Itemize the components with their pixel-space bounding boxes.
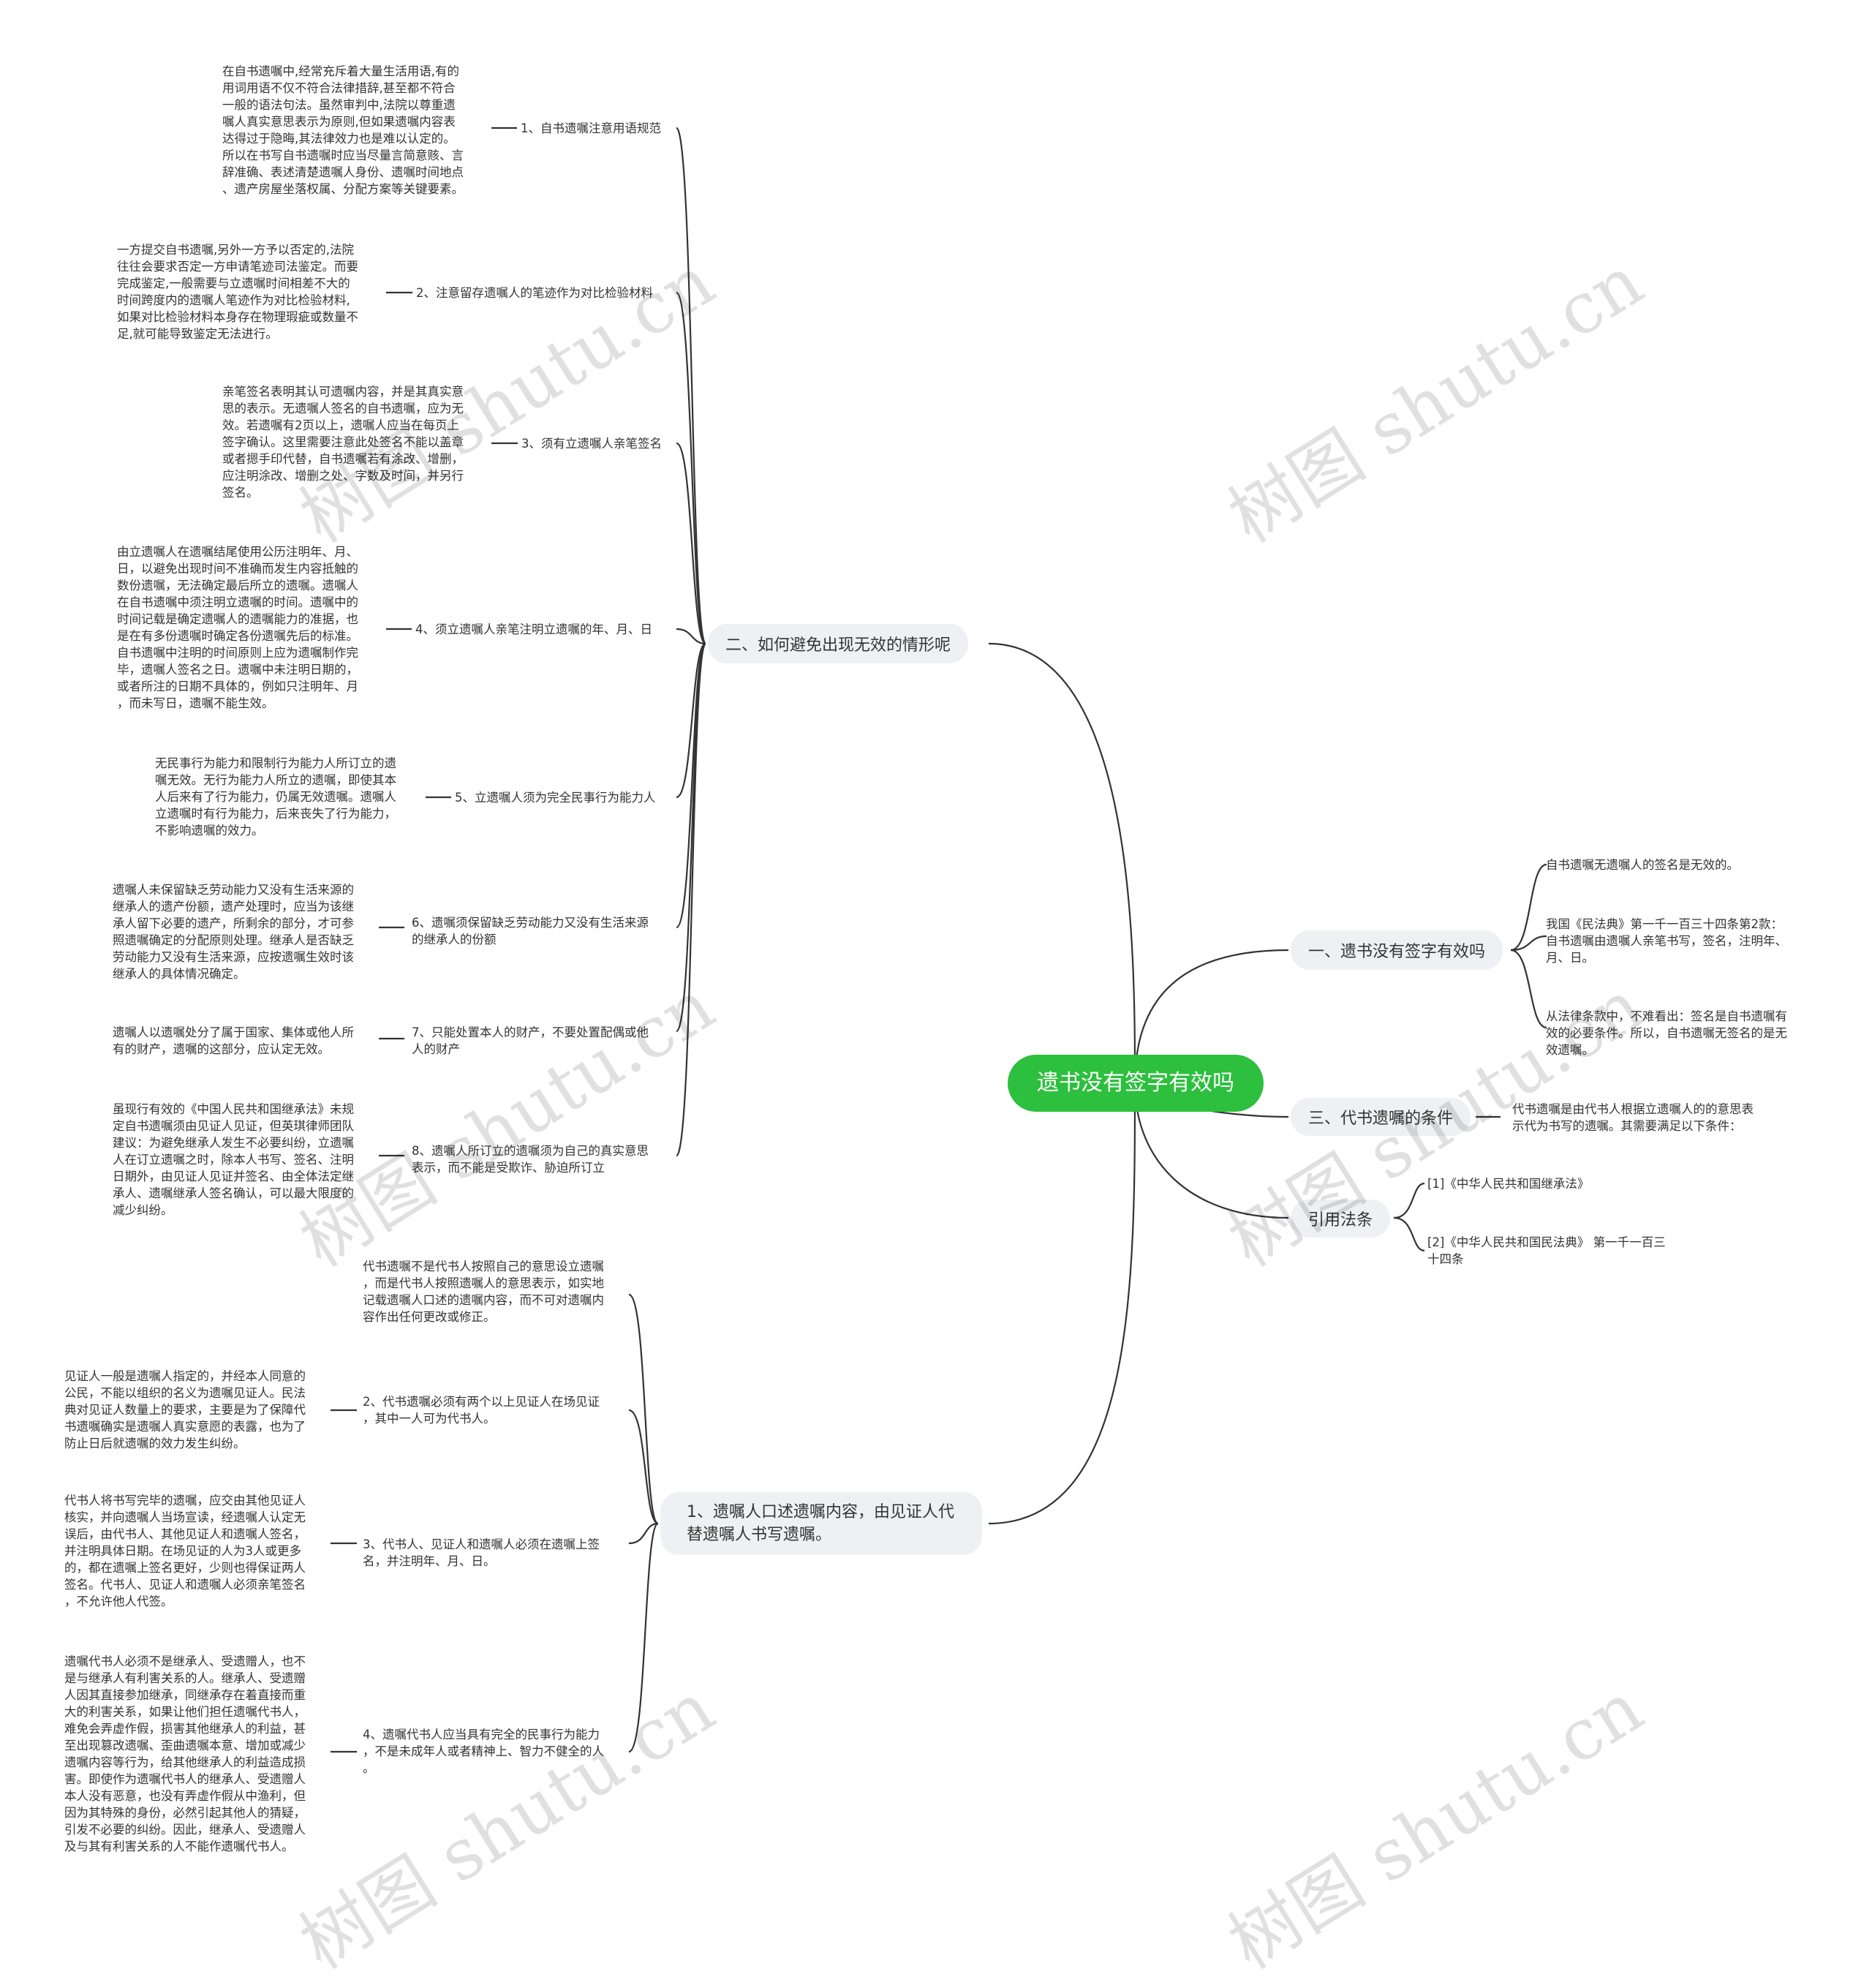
dictation-detail-2: 见证人一般是遗嘱人指定的，并经本人同意的 公民，不能以组织的名义为遗嘱见证人。民… [64, 1369, 306, 1450]
avoid-item-8[interactable]: 8、遗嘱人所订立的遗嘱须为自己的真实意思 表示，而不能是受欺诈、胁迫所订立 [412, 1144, 649, 1175]
branch-proxy-conditions[interactable]: 三、代书遗嘱的条件 [1291, 1098, 1471, 1136]
avoid-detail-4: 由立遗嘱人在遗嘱结尾使用公历注明年、月、 日，以避免出现时间不准确而发生内容抵触… [117, 545, 358, 710]
connector-lines [331, 127, 1547, 1753]
valid-item-2[interactable]: 我国《民法典》第一千一百三十四条第2款： 自书遗嘱由遗嘱人亲笔书写，签名，注明年… [1546, 917, 1787, 965]
root-topic[interactable]: 遗书没有签字有效吗 [1008, 1055, 1264, 1112]
branch-cited-laws[interactable]: 引用法条 [1291, 1200, 1391, 1238]
avoid-detail-2: 一方提交自书遗嘱,另外一方予以否定的,法院 往往会要求否定一方申请笔迹司法鉴定。… [117, 243, 358, 341]
dictation-item-4[interactable]: 4、遗嘱代书人应当具有完全的民事行为能力 ，不是未成年人或者精神上、智力不健全的… [363, 1728, 604, 1775]
avoid-detail-7: 遗嘱人以遗嘱处分了属于国家、集体或他人所 有的财产，遗嘱的这部分，应认定无效。 [113, 1025, 354, 1056]
conditions-item-1[interactable]: 代书遗嘱是由代书人根据立遗嘱人的的意思表 示代为书写的遗嘱。其需要满足以下条件： [1512, 1102, 1754, 1133]
avoid-item-5[interactable]: 5、立遗嘱人须为完全民事行为能力人 [455, 791, 656, 805]
avoid-item-3[interactable]: 3、须有立遗嘱人亲笔签名 [521, 437, 662, 451]
avoid-item-6[interactable]: 6、遗嘱须保留缺乏劳动能力又没有生活来源 的继承人的份额 [412, 916, 649, 946]
dictation-detail-4: 遗嘱代书人必须不是继承人、受遗赠人，也不 是与继承人有利害关系的人。继承人、受遗… [64, 1654, 306, 1853]
avoid-detail-5: 无民事行为能力和限制行为能力人所订立的遗 嘱无效。无行为能力人所立的遗嘱，即使其… [155, 756, 396, 837]
avoid-item-1[interactable]: 1、自书遗嘱注意用语规范 [521, 121, 661, 135]
avoid-item-4[interactable]: 4、须立遗嘱人亲笔注明立遗嘱的年、月、日 [415, 622, 652, 636]
valid-item-3[interactable]: 从法律条款中，不难看出：签名是自书遗嘱有 效的必要条件。所以，自书遗嘱无签名的是… [1546, 1009, 1787, 1057]
avoid-item-2[interactable]: 2、注意留存遗嘱人的笔迹作为对比检验材料 [416, 286, 653, 300]
branch-avoid-invalid[interactable]: 二、如何避免出现无效的情形呢 [708, 624, 969, 663]
avoid-detail-8: 虽现行有效的《中国人民共和国继承法》未规 定自书遗嘱须由见证人见证，但英琪律师团… [113, 1102, 354, 1217]
branch-signature-valid[interactable]: 一、遗书没有签字有效吗 [1291, 930, 1503, 970]
law-item-1[interactable]: [1]《中华人民共和国继承法》 [1427, 1177, 1590, 1191]
valid-item-1[interactable]: 自书遗嘱无遗嘱人的签名是无效的。 [1546, 858, 1739, 872]
avoid-detail-6: 遗嘱人未保留缺乏劳动能力又没有生活来源的 继承人的遗产份额，遗产处理时，应当为该… [113, 883, 354, 981]
avoid-item-7[interactable]: 7、只能处置本人的财产，不要处置配偶或他 人的财产 [412, 1025, 649, 1056]
avoid-detail-1: 在自书遗嘱中,经常充斥着大量生活用语,有的 用词用语不仅不符合法律措辞,甚至都不… [222, 64, 464, 196]
dictation-item-2[interactable]: 2、代书遗嘱必须有两个以上见证人在场见证 ，其中一人可为代书人。 [363, 1395, 600, 1426]
branch-dictation[interactable]: 1、遗嘱人口述遗嘱内容，由见证人代替遗嘱人书写遗嘱。 [660, 1492, 982, 1555]
dictation-item-3[interactable]: 3、代书人、见证人和遗嘱人必须在遗嘱上签 名，并注明年、月、日。 [363, 1537, 600, 1568]
avoid-detail-3: 亲笔签名表明其认可遗嘱内容，并是其真实意 思的表示。无遗嘱人签名的自书遗嘱，应为… [222, 385, 464, 500]
dictation-detail-3: 代书人将书写完毕的遗嘱，应交由其他见证人 核实，并向遗嘱人当场宣读，经遗嘱人认定… [64, 1494, 306, 1608]
dictation-item-1[interactable]: 代书遗嘱不是代书人按照自己的意思设立遗嘱 ，而是代书人按照遗嘱人的意思表示，如实… [363, 1260, 604, 1324]
law-item-2[interactable]: [2]《中华人民共和国民法典》 第一千一百三 十四条 [1427, 1235, 1666, 1266]
